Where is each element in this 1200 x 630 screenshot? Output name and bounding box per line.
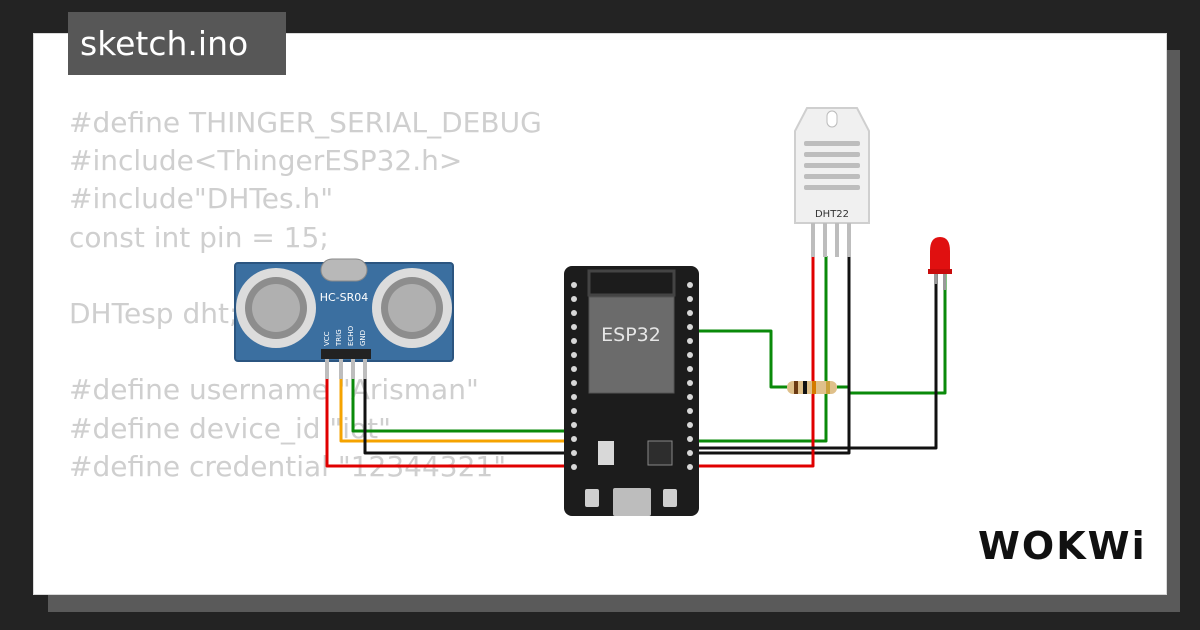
dht22-sensor[interactable]: DHT22 xyxy=(794,107,870,257)
wire-green-dht-data xyxy=(691,256,828,443)
pin-label-trig: TRIG xyxy=(335,329,343,347)
wokwi-logo: WOKWi xyxy=(978,524,1147,568)
ultrasonic-sensor[interactable]: HC-SR04 VCC TRIG ECHO GND xyxy=(234,258,454,379)
wire-black-dht-gnd xyxy=(691,256,851,455)
wire-red-vcc xyxy=(325,376,571,468)
esp32-label: ESP32 xyxy=(601,324,661,346)
resistor[interactable] xyxy=(787,381,837,394)
code-line: const int pin = 15; xyxy=(69,220,329,254)
code-line: #define username "Arisman" xyxy=(69,373,479,407)
wire-black-gnd xyxy=(363,376,571,455)
esp32-board[interactable]: ESP32 xyxy=(564,266,699,516)
ultrasonic-label: HC-SR04 xyxy=(320,291,369,304)
code-line: #define THINGER_SERIAL_DEBUG xyxy=(69,106,542,139)
code-line: DHTesp dht; xyxy=(69,296,239,330)
pin-label-echo: ECHO xyxy=(347,325,355,346)
wire-black-led-gnd xyxy=(691,271,938,450)
wire-orange-echo xyxy=(339,376,571,443)
circuit-diagram: HC-SR04 VCC TRIG ECHO GND ESP32 xyxy=(234,107,952,516)
wire-green-led xyxy=(837,271,947,395)
pin-label-vcc: VCC xyxy=(323,331,331,346)
project-preview-card[interactable]: #define THINGER_SERIAL_DEBUG #include<Thi… xyxy=(33,33,1167,595)
red-led[interactable] xyxy=(928,237,952,290)
file-tab[interactable]: sketch.ino xyxy=(68,12,286,75)
wire-green-d23 xyxy=(691,329,793,389)
wire-green-trig xyxy=(351,376,571,433)
pin-label-gnd: GND xyxy=(359,330,367,346)
code-line: #include<ThingerESP32.h> xyxy=(69,144,463,178)
wire-red-dht-vcc xyxy=(691,256,815,468)
dht22-label: DHT22 xyxy=(815,209,849,220)
code-line: #include"DHTes.h" xyxy=(69,182,334,216)
